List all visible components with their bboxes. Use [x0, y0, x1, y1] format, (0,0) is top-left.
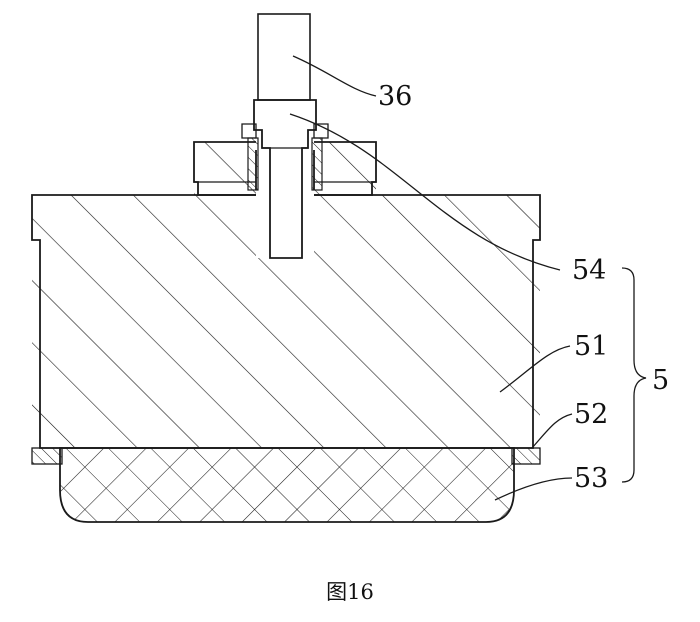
inner-bore	[255, 140, 315, 258]
group-brace	[621, 267, 647, 483]
label-36: 36	[378, 81, 412, 112]
label-5: 5	[652, 365, 669, 396]
label-52: 52	[574, 399, 608, 430]
leader-lines	[289, 55, 573, 501]
figure-caption: 图16	[326, 580, 374, 604]
label-53: 53	[574, 463, 608, 494]
gasket-52	[31, 447, 541, 465]
shaft-36	[253, 13, 317, 259]
bottom-pad-53	[59, 447, 515, 523]
label-54: 54	[572, 255, 606, 286]
seal-ring-54	[241, 123, 329, 191]
label-51: 51	[574, 331, 608, 362]
